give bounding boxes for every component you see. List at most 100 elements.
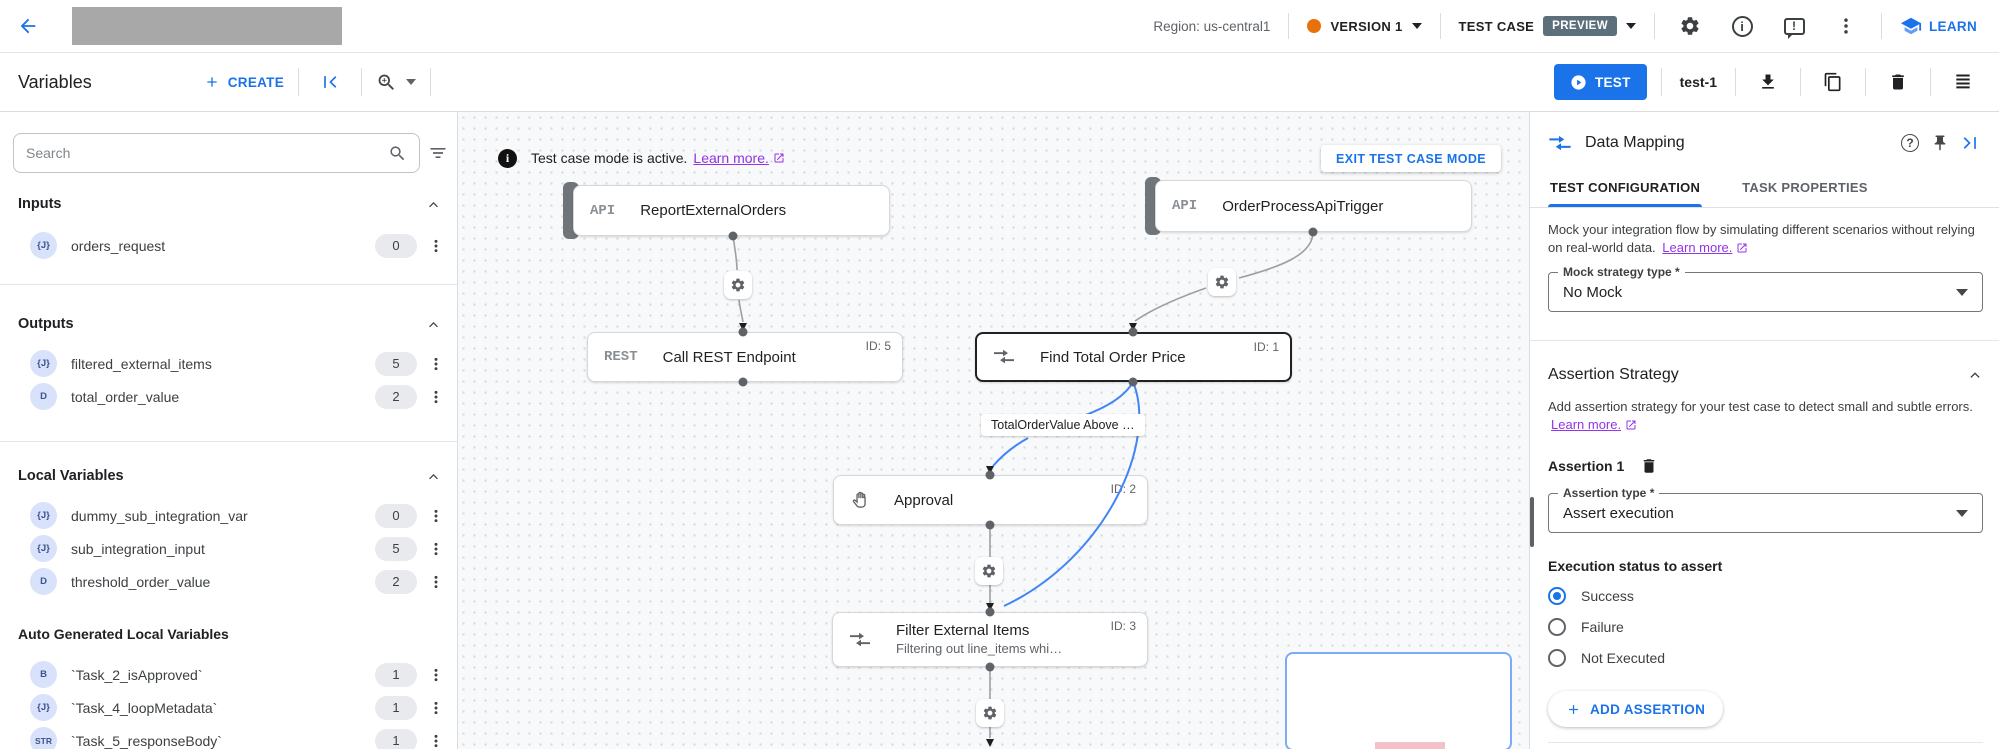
banner-learn-more-link[interactable]: Learn more. xyxy=(693,150,784,166)
mock-strategy-select[interactable]: Mock strategy type * No Mock xyxy=(1548,265,1983,312)
edge-config-gear-icon[interactable] xyxy=(975,557,1003,585)
data-mapping-icon xyxy=(849,632,871,648)
separator xyxy=(1800,68,1801,96)
more-vert-icon[interactable] xyxy=(428,667,444,683)
variable-row[interactable]: {J} sub_integration_input 5 xyxy=(0,532,457,565)
pin-button[interactable] xyxy=(1925,128,1955,158)
tab-test-configuration[interactable]: TEST CONFIGURATION xyxy=(1548,170,1703,207)
close-panel-button[interactable] xyxy=(1955,128,1985,158)
help-button[interactable]: ? xyxy=(1895,128,1925,158)
variable-row[interactable]: B `Task_2_isApproved` 1 xyxy=(0,658,457,691)
chevron-up-icon[interactable] xyxy=(1967,367,1983,383)
section-header-local-variables[interactable]: Local Variables xyxy=(0,465,457,487)
node-call-rest-endpoint[interactable]: REST Call REST Endpoint ID: 5 xyxy=(587,332,903,382)
section-label: Inputs xyxy=(18,196,62,212)
node-order-process-api-trigger[interactable]: API OrderProcessApiTrigger xyxy=(1155,180,1472,232)
back-arrow-icon xyxy=(20,18,36,34)
type-icon: {J} xyxy=(30,535,57,562)
node-filter-external-items[interactable]: Filter External Items Filtering out line… xyxy=(832,612,1148,667)
variable-row[interactable]: {J} filtered_external_items 5 xyxy=(0,347,457,380)
learn-more-label: Learn more. xyxy=(1551,417,1622,432)
variable-row[interactable]: D total_order_value 2 xyxy=(0,380,457,413)
chevron-up-icon[interactable] xyxy=(426,469,441,484)
usage-count-badge: 1 xyxy=(375,662,417,687)
radio-label: Not Executed xyxy=(1581,650,1666,666)
search-input[interactable] xyxy=(26,145,388,161)
learn-link[interactable]: LEARN xyxy=(1900,15,1977,37)
annotation-box[interactable] xyxy=(1285,652,1512,749)
delete-assertion-button[interactable] xyxy=(1640,457,1658,475)
more-vert-icon[interactable] xyxy=(428,238,444,254)
mock-description: Mock your integration flow by simulating… xyxy=(1548,221,1983,257)
feedback-icon: ! xyxy=(1783,17,1805,39)
gear-icon xyxy=(1681,17,1699,35)
test-button[interactable]: TEST xyxy=(1553,64,1647,100)
collapse-panel-button[interactable] xyxy=(313,65,347,99)
play-icon xyxy=(1571,74,1586,90)
assertion-type-select[interactable]: Assertion type * Assert execution xyxy=(1548,486,1983,533)
more-vert-icon[interactable] xyxy=(428,389,444,405)
duplicate-button[interactable] xyxy=(1815,64,1851,100)
variable-row[interactable]: STR `Task_5_responseBody` 1 xyxy=(0,724,457,749)
variable-name: `Task_4_loopMetadata` xyxy=(71,699,218,716)
radio-button-selected[interactable] xyxy=(1548,587,1566,605)
version-menu[interactable]: VERSION 1 xyxy=(1307,18,1422,34)
redacted-title-block xyxy=(72,7,342,45)
create-variable-button[interactable]: CREATE xyxy=(204,74,284,90)
more-vert-icon[interactable] xyxy=(428,733,444,749)
add-assertion-button[interactable]: ADD ASSERTION xyxy=(1548,691,1724,727)
node-report-external-orders[interactable]: API ReportExternalOrders xyxy=(573,185,890,236)
exit-test-case-mode-button[interactable]: EXIT TEST CASE MODE xyxy=(1321,145,1501,172)
node-id: ID: 5 xyxy=(865,339,891,353)
version-label: VERSION 1 xyxy=(1330,18,1403,34)
node-find-total-order-price[interactable]: Find Total Order Price ID: 1 xyxy=(975,332,1292,382)
radio-failure[interactable]: Failure xyxy=(1548,618,1983,636)
delete-button[interactable] xyxy=(1880,64,1916,100)
edge-config-gear-icon[interactable] xyxy=(1208,268,1236,296)
node-approval[interactable]: Approval ID: 2 xyxy=(833,475,1148,525)
usage-count-badge: 2 xyxy=(375,384,417,409)
radio-button[interactable] xyxy=(1548,618,1566,636)
chevron-up-icon[interactable] xyxy=(426,197,441,212)
variable-row[interactable]: {J} dummy_sub_integration_var 0 xyxy=(0,499,457,532)
tab-task-properties[interactable]: TASK PROPERTIES xyxy=(1742,180,1868,195)
more-vert-icon[interactable] xyxy=(428,508,444,524)
chevron-up-icon[interactable] xyxy=(426,317,441,332)
info-button[interactable]: i xyxy=(1725,9,1759,43)
search-row xyxy=(0,112,457,173)
section-header-inputs[interactable]: Inputs xyxy=(0,193,457,215)
separator xyxy=(430,68,432,96)
usage-count-badge: 5 xyxy=(375,351,417,376)
edge-config-gear-icon[interactable] xyxy=(724,271,752,299)
logs-list-button[interactable] xyxy=(1945,64,1981,100)
zoom-in-icon xyxy=(378,74,394,90)
section-header-outputs[interactable]: Outputs xyxy=(0,313,457,335)
radio-button[interactable] xyxy=(1548,649,1566,667)
variable-row[interactable]: {J} `Task_4_loopMetadata` 1 xyxy=(0,691,457,724)
help-icon: ? xyxy=(1901,134,1919,152)
download-button[interactable] xyxy=(1750,64,1786,100)
divider xyxy=(1548,742,1983,743)
variable-row[interactable]: {J} orders_request 0 xyxy=(0,229,457,262)
more-vert-icon[interactable] xyxy=(428,574,444,590)
variable-row[interactable]: D threshold_order_value 2 xyxy=(0,565,457,598)
more-vert-icon[interactable] xyxy=(428,700,444,716)
assertion-learn-more-link[interactable]: Learn more. xyxy=(1551,416,1637,434)
more-vert-icon[interactable] xyxy=(428,356,444,372)
radio-success[interactable]: Success xyxy=(1548,587,1983,605)
feedback-button[interactable]: ! xyxy=(1777,9,1811,43)
edge-condition-label[interactable]: TotalOrderValue Above … xyxy=(981,414,1145,436)
edge-config-gear-icon[interactable] xyxy=(976,699,1004,727)
variable-name: `Task_2_isApproved` xyxy=(71,666,203,683)
zoom-control[interactable] xyxy=(376,72,417,93)
panel-scrollbar[interactable] xyxy=(1530,497,1534,547)
more-vert-icon[interactable] xyxy=(428,541,444,557)
back-button[interactable] xyxy=(6,4,50,48)
more-options-button[interactable] xyxy=(1829,9,1863,43)
radio-not-executed[interactable]: Not Executed xyxy=(1548,649,1983,667)
sort-button[interactable] xyxy=(428,143,448,163)
flow-canvas[interactable]: i Test case mode is active. Learn more. … xyxy=(458,112,1529,749)
test-case-menu[interactable]: TEST CASE PREVIEW xyxy=(1459,16,1636,36)
settings-button[interactable] xyxy=(1673,9,1707,43)
mock-learn-more-link[interactable]: Learn more. xyxy=(1662,239,1748,257)
